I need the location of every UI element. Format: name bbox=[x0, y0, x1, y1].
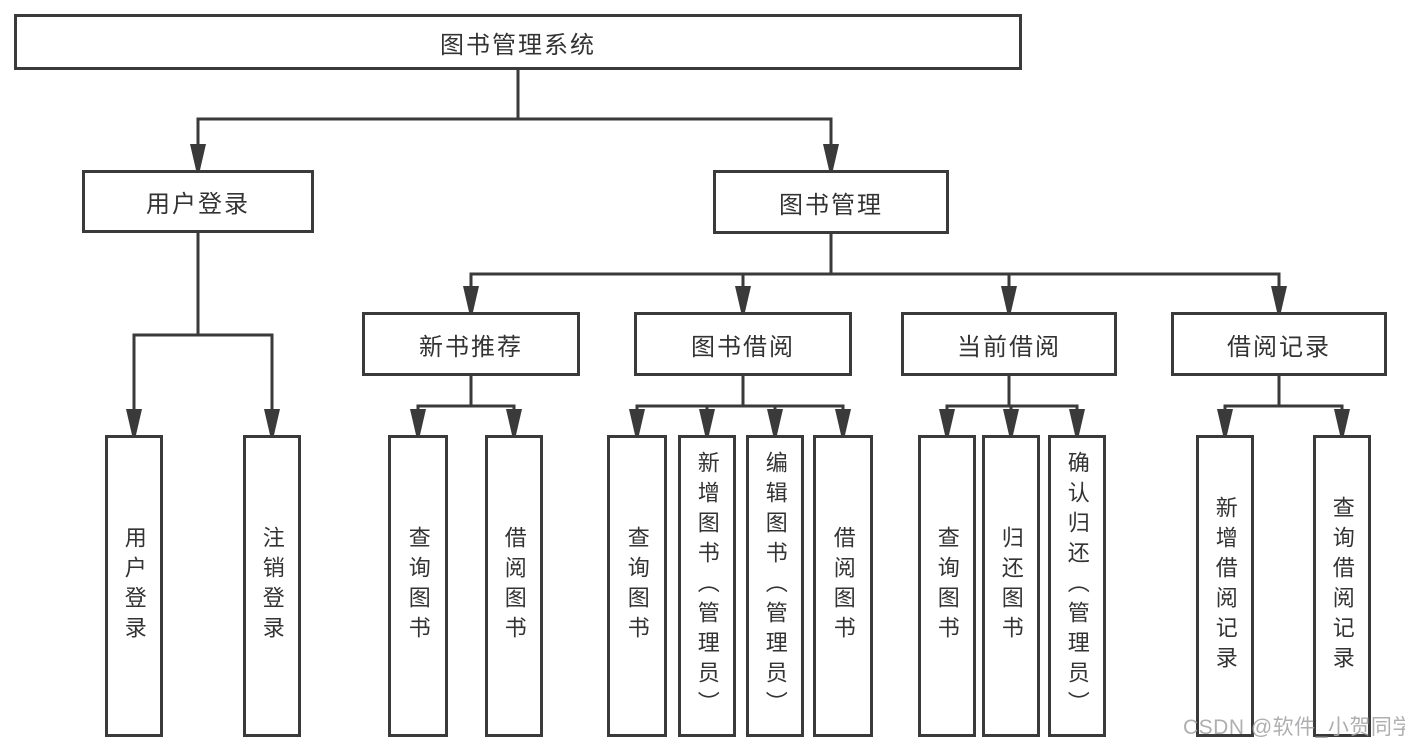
leaf-logout: 注销登录 bbox=[243, 435, 301, 737]
node-current-borrowing: 当前借阅 bbox=[901, 312, 1117, 376]
leaf-query-books-recommend: 查询图书 bbox=[388, 435, 448, 737]
leaf-borrow-books: 借阅图书 bbox=[813, 435, 873, 737]
node-library-management-system: 图书管理系统 bbox=[14, 14, 1022, 70]
leaf-add-borrow-record: 新增借阅记录 bbox=[1196, 435, 1254, 737]
leaf-edit-book-admin: 编辑图书（管理员） bbox=[746, 435, 804, 737]
leaf-user-login: 用户登录 bbox=[105, 435, 163, 737]
leaf-borrow-books-recommend: 借阅图书 bbox=[485, 435, 543, 737]
leaf-add-book-admin: 新增图书（管理员） bbox=[678, 435, 736, 737]
node-book-borrowing: 图书借阅 bbox=[634, 312, 852, 376]
node-user-login: 用户登录 bbox=[82, 170, 314, 233]
node-book-management: 图书管理 bbox=[713, 170, 949, 234]
leaf-confirm-return-admin: 确认归还（管理员） bbox=[1048, 435, 1106, 737]
node-borrowing-records: 借阅记录 bbox=[1171, 312, 1387, 376]
node-new-book-recommendation: 新书推荐 bbox=[362, 312, 580, 376]
leaf-query-borrow-record: 查询借阅记录 bbox=[1313, 435, 1371, 737]
leaf-query-books-current: 查询图书 bbox=[918, 435, 976, 737]
leaf-query-books-borrow: 查询图书 bbox=[607, 435, 667, 737]
leaf-return-books: 归还图书 bbox=[982, 435, 1040, 737]
